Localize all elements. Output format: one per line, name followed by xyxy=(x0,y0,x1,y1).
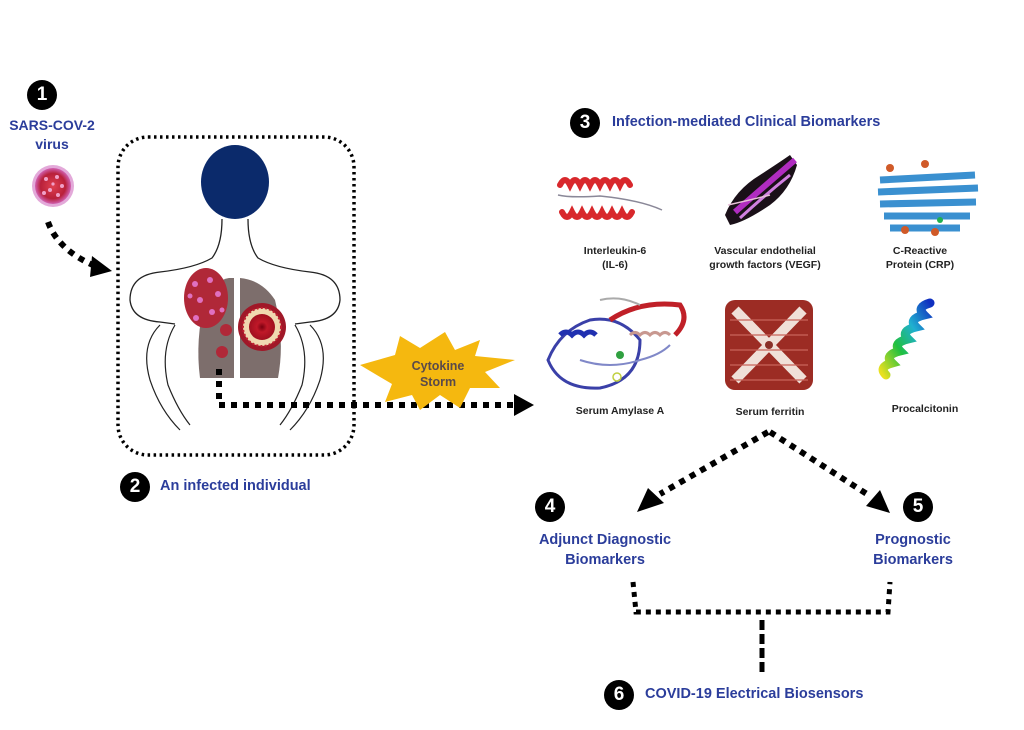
step-number: 4 xyxy=(544,496,556,517)
infected-individual-label: An infected individual xyxy=(160,478,311,494)
human-figure-icon xyxy=(129,145,341,431)
adjunct-label-line2: Biomarkers xyxy=(565,552,645,568)
caption-line2: growth factors (VEGF) xyxy=(709,259,821,271)
step-3-badge: 3 xyxy=(570,108,600,138)
crp-protein-structure xyxy=(877,160,979,236)
il6-protein-structure xyxy=(557,177,663,220)
arrow-individual-to-biomarkers xyxy=(216,369,534,416)
biomarker-caption-ferritin: Serum ferritin xyxy=(735,406,805,418)
vegf-protein-structure xyxy=(725,155,797,225)
step-6-badge: 6 xyxy=(604,680,634,710)
biomarker-caption-procalcitonin: Procalcitonin xyxy=(891,403,959,415)
virus-label-line2: virus xyxy=(35,136,69,152)
electrical-biosensors-label: COVID-19 Electrical Biosensors xyxy=(645,686,864,702)
bracket-biomarkers-to-biosensors xyxy=(630,581,893,672)
amylase-protein-structure xyxy=(546,297,687,390)
lung-virus-cluster-icon xyxy=(184,268,232,358)
sars-cov-2-virus-icon xyxy=(32,165,74,207)
adjunct-label-line1: Adjunct Diagnostic xyxy=(538,532,672,548)
step-number: 5 xyxy=(912,496,924,517)
arrow-to-diagnostic-biomarkers xyxy=(637,429,770,512)
prognostic-label-line1: Prognostic xyxy=(875,532,951,548)
step-5-badge: 5 xyxy=(903,492,933,522)
step-number: 1 xyxy=(36,84,48,105)
ferritin-protein-structure xyxy=(725,300,813,390)
caption-line1: C-Reactive xyxy=(892,245,948,257)
biomarker-caption-amylase: Serum Amylase A xyxy=(575,405,665,417)
biomarker-caption-vegf: Vascular endothelial growth factors (VEG… xyxy=(700,244,830,272)
caption-line1: Interleukin-6 xyxy=(583,245,647,257)
biomarker-caption-il6: Interleukin-6 (IL-6) xyxy=(560,244,670,272)
caption-line2: (IL-6) xyxy=(602,259,628,271)
caption-line2: Protein (CRP) xyxy=(885,259,955,271)
cytokine-storm-label: Cytokine Storm xyxy=(398,358,478,390)
cytokine-label-line2: Storm xyxy=(419,375,457,389)
caption-line1: Vascular endothelial xyxy=(714,245,816,257)
virus-cross-section-icon xyxy=(238,303,286,351)
step-2-badge: 2 xyxy=(120,472,150,502)
prognostic-label-line2: Biomarkers xyxy=(873,552,953,568)
step-number: 6 xyxy=(613,684,625,705)
virus-label-line1: SARS-COV-2 xyxy=(9,117,95,133)
step-number: 3 xyxy=(579,112,591,133)
virus-label: SARS-COV-2 virus xyxy=(8,116,96,154)
prognostic-label: Prognostic Biomarkers xyxy=(858,530,968,570)
biomarker-caption-crp: C-Reactive Protein (CRP) xyxy=(865,244,975,272)
adjunct-diagnostic-label: Adjunct Diagnostic Biomarkers xyxy=(520,530,690,570)
step-1-badge: 1 xyxy=(27,80,57,110)
step-number: 2 xyxy=(129,476,141,497)
cytokine-label-line1: Cytokine xyxy=(411,359,465,373)
procalcitonin-protein-structure xyxy=(878,298,935,380)
step-4-badge: 4 xyxy=(535,492,565,522)
cytokine-storm-burst xyxy=(360,332,515,410)
arrow-to-prognostic-biomarkers xyxy=(768,429,890,513)
biomarkers-heading: Infection-mediated Clinical Biomarkers xyxy=(612,114,881,130)
arrow-virus-to-individual xyxy=(45,220,112,277)
